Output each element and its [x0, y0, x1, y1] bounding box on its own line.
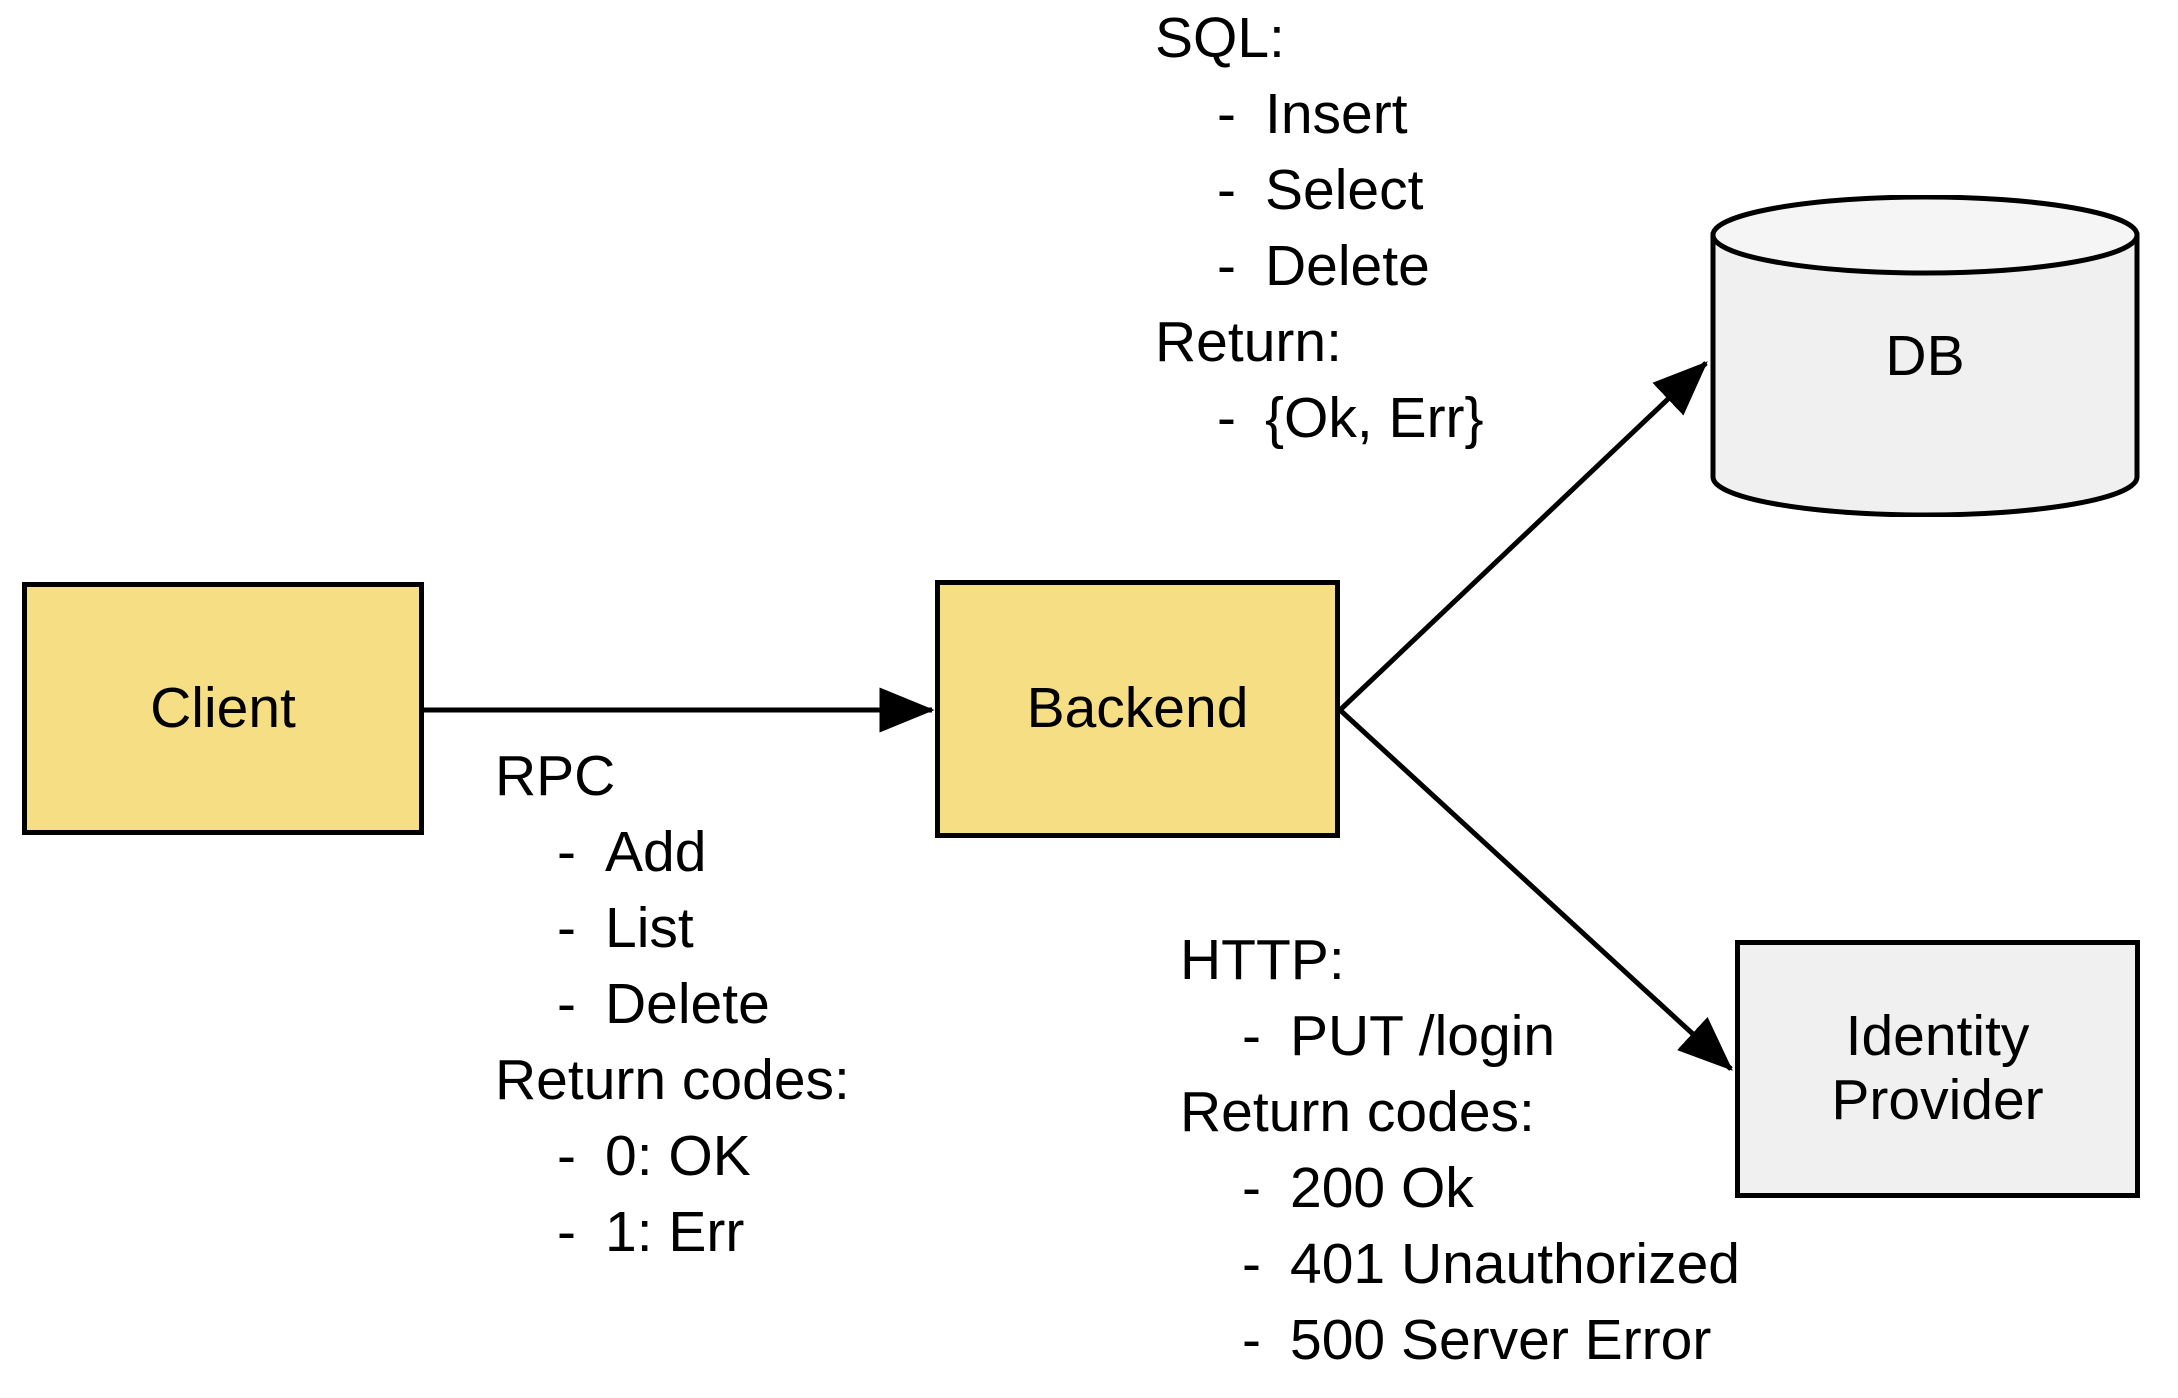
node-db[interactable]: DB	[1710, 195, 2140, 517]
node-db-label-wrap: DB	[1710, 195, 2140, 517]
bullet-dash: -	[557, 1124, 576, 1188]
bullet-dash: -	[1217, 158, 1236, 222]
bullet-dash: -	[557, 820, 576, 884]
annotation-sql: SQL: -Insert -Select -Delete Return: -{O…	[1155, 0, 1484, 456]
annotation-sql-operation-2: Delete	[1265, 234, 1430, 298]
annotation-sql-heading: SQL:	[1155, 6, 1285, 70]
bullet-dash: -	[1242, 1308, 1261, 1372]
bullet-dash: -	[1242, 1004, 1261, 1068]
node-identity-provider-label: Identity Provider	[1831, 1004, 2044, 1132]
annotation-rpc-heading: RPC	[495, 744, 616, 808]
annotation-http-return-item: -401 Unauthorized	[1180, 1226, 1740, 1302]
annotation-http-operation-item: -PUT /login	[1180, 998, 1740, 1074]
annotation-http-return-item: -500 Server Error	[1180, 1302, 1740, 1378]
node-client-label: Client	[150, 675, 296, 740]
bullet-dash: -	[1217, 82, 1236, 146]
annotation-http-return-2: 500 Server Error	[1290, 1308, 1712, 1372]
node-backend[interactable]: Backend	[935, 580, 1340, 838]
bullet-dash: -	[1217, 386, 1236, 450]
annotation-rpc-operation-item: -Delete	[495, 966, 850, 1042]
bullet-dash: -	[557, 896, 576, 960]
annotation-rpc-operation-item: -List	[495, 890, 850, 966]
annotation-http-operation-0: PUT /login	[1290, 1004, 1556, 1068]
annotation-http-return-1: 401 Unauthorized	[1290, 1232, 1740, 1296]
annotation-sql-operation-item: -Delete	[1155, 228, 1484, 304]
annotation-sql-return-0: {Ok, Err}	[1265, 386, 1484, 450]
annotation-rpc-operation-0: Add	[605, 820, 707, 884]
annotation-rpc-return-item: -1: Err	[495, 1194, 850, 1270]
node-identity-provider[interactable]: Identity Provider	[1735, 940, 2140, 1198]
annotation-rpc-return-0: 0: OK	[605, 1124, 751, 1188]
annotation-sql-operation-item: -Select	[1155, 152, 1484, 228]
annotation-http-return-heading: Return codes:	[1180, 1080, 1535, 1144]
bullet-dash: -	[1242, 1156, 1261, 1220]
bullet-dash: -	[557, 972, 576, 1036]
annotation-sql-operation-0: Insert	[1265, 82, 1408, 146]
annotation-rpc-operation-2: Delete	[605, 972, 770, 1036]
node-backend-label: Backend	[1026, 676, 1249, 741]
annotation-rpc-operation-item: -Add	[495, 814, 850, 890]
annotation-http: HTTP: -PUT /login Return codes: -200 Ok …	[1180, 922, 1740, 1378]
database-cylinder-icon	[1710, 195, 2140, 517]
annotation-sql-operation-item: -Insert	[1155, 76, 1484, 152]
bullet-dash: -	[557, 1200, 576, 1264]
annotation-rpc-operation-1: List	[605, 896, 694, 960]
annotation-sql-return-item: -{Ok, Err}	[1155, 380, 1484, 456]
annotation-http-return-0: 200 Ok	[1290, 1156, 1474, 1220]
node-db-label: DB	[1885, 324, 1965, 388]
node-client[interactable]: Client	[22, 582, 424, 835]
annotation-rpc-return-item: -0: OK	[495, 1118, 850, 1194]
annotation-rpc-return-1: 1: Err	[605, 1200, 745, 1264]
annotation-rpc: RPC -Add -List -Delete Return codes: -0:…	[495, 738, 850, 1270]
bullet-dash: -	[1242, 1232, 1261, 1296]
annotation-http-return-item: -200 Ok	[1180, 1150, 1740, 1226]
bullet-dash: -	[1217, 234, 1236, 298]
annotation-rpc-return-heading: Return codes:	[495, 1048, 850, 1112]
annotation-http-heading: HTTP:	[1180, 928, 1345, 992]
annotation-sql-return-heading: Return:	[1155, 310, 1342, 374]
annotation-sql-operation-1: Select	[1265, 158, 1424, 222]
